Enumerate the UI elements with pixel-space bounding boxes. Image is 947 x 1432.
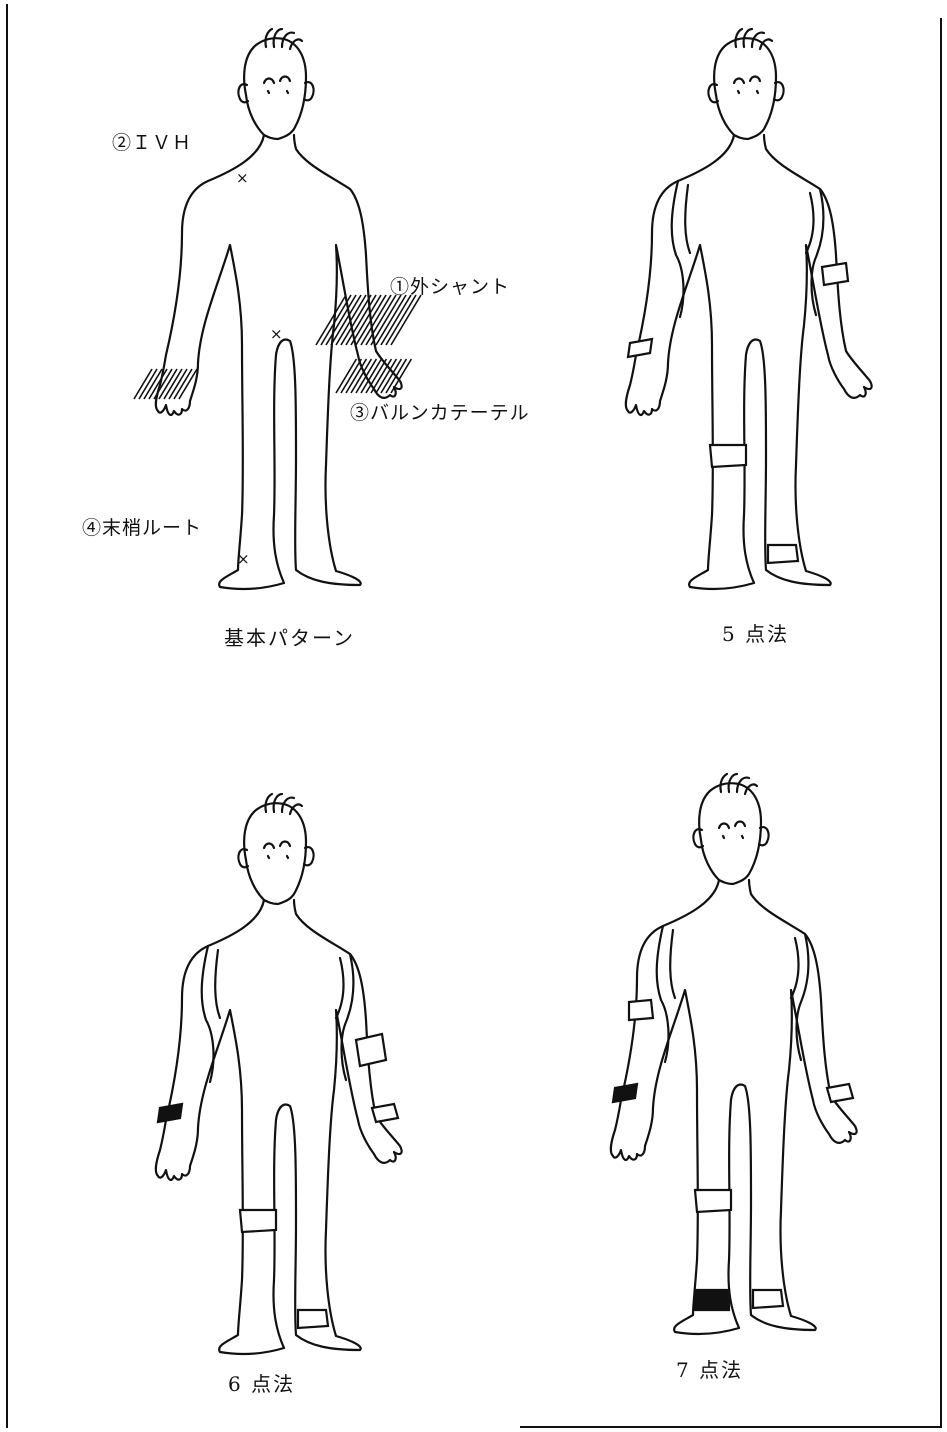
band-left-wrist [158,1104,182,1122]
shoulder-bands [215,950,343,1018]
head-outline [714,38,776,139]
head-outline [244,38,306,139]
face [264,77,290,94]
x-marker-ivh: × [236,171,249,186]
band-right-knee [710,445,746,467]
band-right-ankle [695,1290,729,1310]
hatch-left-hand [134,369,197,399]
band-left-forearm [356,1034,386,1066]
arm-seams [672,181,824,317]
label-peripheral-route: ④末梢ルート [82,513,202,540]
shoulder-bands [685,185,813,253]
caption-basic-pattern: 基本パターン [224,622,355,651]
x-marker-peripheral: × [237,552,250,567]
head-outline [244,803,306,904]
band-left-wrist [613,1084,637,1102]
caption-7-point-method: 7 点法 [676,1354,743,1383]
body-outline [156,900,402,1354]
head-outline [699,783,761,884]
frame-left-rule [6,4,8,1428]
shoulder-bands [670,930,798,998]
label-ivh: ②ＩＶＨ [112,128,192,155]
band-left-wrist [628,339,652,357]
band-left-ankle [753,1290,783,1308]
frame-bottom-rule [520,1426,942,1428]
body-outline [626,135,872,589]
band-left-ankle [298,1310,328,1328]
arm-seams [202,946,354,1082]
arm-seams [657,926,809,1062]
face [734,77,760,94]
band-left-ankle [768,545,798,563]
band-right-wrist [372,1104,398,1122]
body-outline-svg [150,785,410,1395]
band-right-knee [695,1190,731,1212]
body-figure-7-point [605,765,865,1375]
band-right-wrist [827,1084,853,1102]
body-figure-5-point [620,20,880,630]
caption-6-point-method: 6 点法 [228,1368,295,1397]
band-right-knee [240,1210,276,1232]
body-outline [611,880,857,1334]
body-outline-svg [605,765,865,1375]
caption-5-point-method: 5 点法 [722,618,789,647]
label-external-shunt: ①外シャント [390,272,510,299]
face [719,822,745,839]
face [264,842,290,859]
body-outline-svg [620,20,880,630]
band-right-upper-arm [822,263,848,285]
band-left-upper-arm [629,1000,653,1020]
x-marker-balloon: × [270,327,283,342]
frame-right-rule [940,18,942,1426]
body-figure-6-point [150,785,410,1395]
label-balloon-catheter: ③バルンカテーテル [350,398,530,425]
